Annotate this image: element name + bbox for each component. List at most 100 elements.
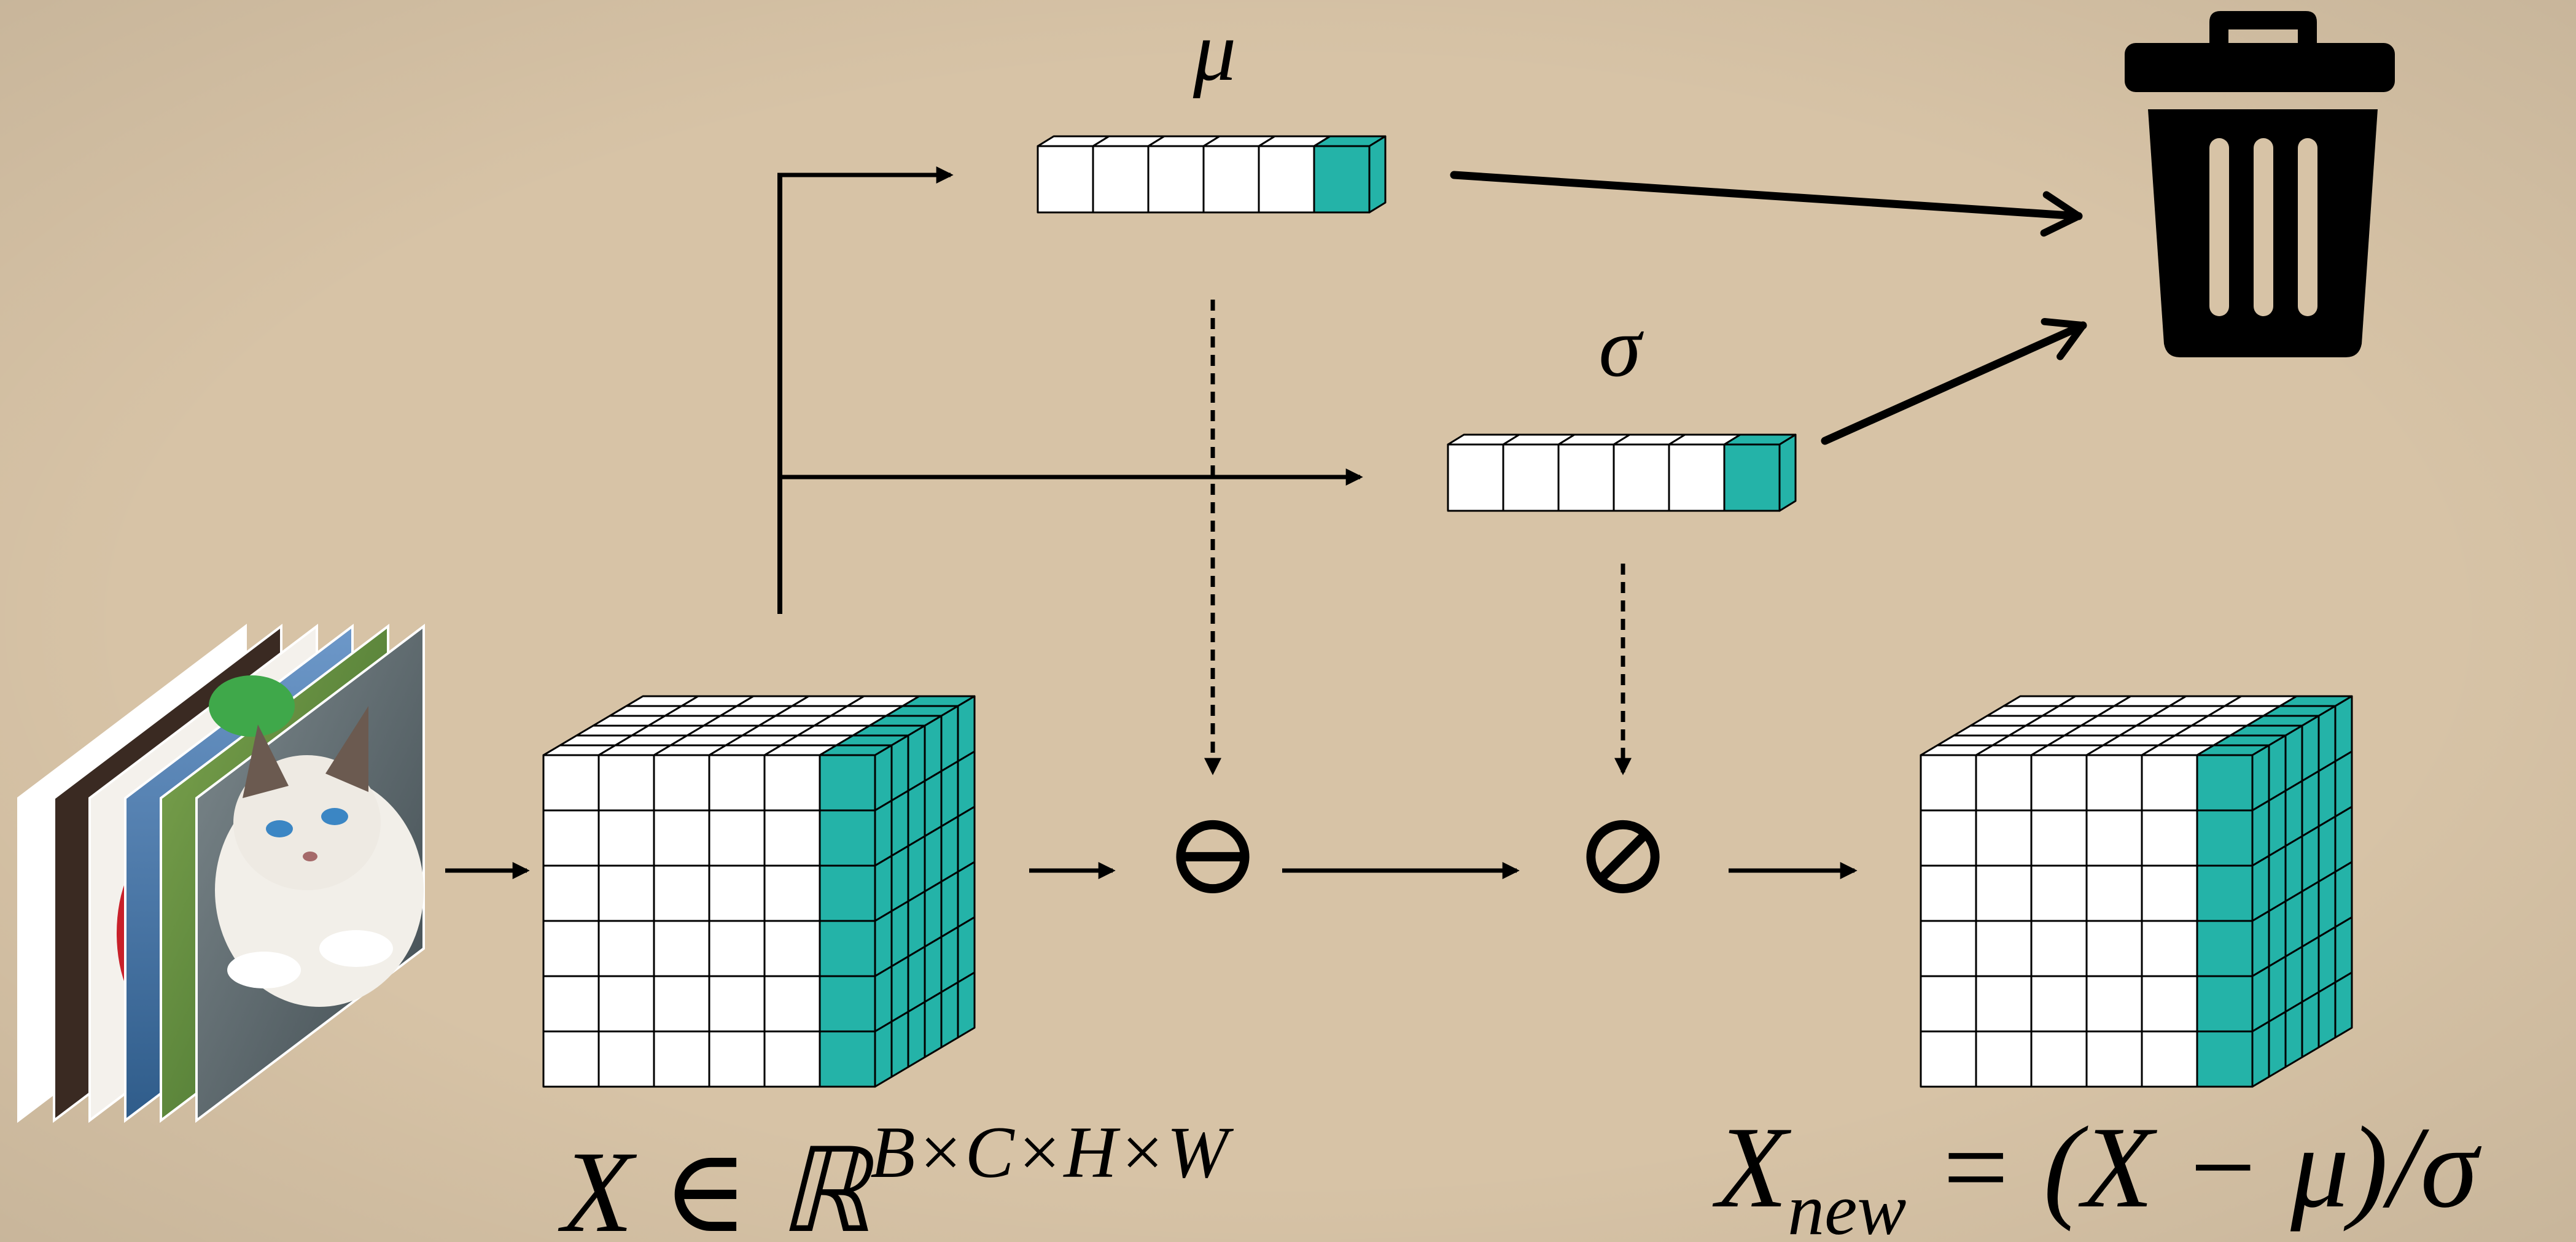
side-cell — [874, 855, 893, 922]
front-cell — [2085, 920, 2143, 977]
input-shape-superscript: B×C×H×W — [870, 1111, 1234, 1193]
front-cell — [597, 754, 655, 812]
side-cell — [2251, 744, 2270, 812]
side-cell — [940, 871, 959, 938]
side-cell — [957, 805, 976, 873]
output-rhs: = (X − μ)/σ — [1906, 1103, 2481, 1232]
vector-cell — [1613, 443, 1670, 512]
front-cell — [763, 754, 821, 812]
side-cell — [890, 790, 909, 857]
side-cell — [890, 1011, 909, 1078]
front-cell — [653, 754, 710, 812]
side-cell — [2301, 715, 2320, 782]
side-cell — [2301, 880, 2320, 948]
front-cell — [1920, 864, 1977, 922]
output-lhs: X — [1712, 1103, 1792, 1232]
sigma-label: σ — [1598, 300, 1644, 395]
front-cell — [2085, 809, 2143, 867]
front-cell — [597, 920, 655, 977]
front-cell — [2085, 754, 2143, 812]
side-cell — [2317, 760, 2337, 828]
side-cell — [2268, 845, 2287, 912]
vector-cell — [1258, 145, 1315, 214]
front-cell — [2196, 754, 2254, 812]
side-cell — [924, 991, 943, 1058]
trash-handle — [2209, 11, 2317, 43]
side-cell — [890, 734, 909, 802]
front-cell — [2030, 920, 2088, 977]
front-cell — [819, 809, 876, 867]
vector-cell — [1147, 145, 1205, 214]
side-cell — [957, 916, 976, 984]
side-cell — [940, 981, 959, 1049]
side-cell — [2251, 855, 2270, 922]
front-cell — [2030, 975, 2088, 1033]
vector-cell — [1313, 145, 1371, 214]
arrow-sigma-to-trash — [1821, 317, 2087, 445]
side-cell — [2334, 916, 2353, 984]
side-cell — [924, 880, 943, 948]
trash-slot — [2254, 138, 2273, 316]
front-cell — [2196, 864, 2254, 922]
front-cell — [597, 975, 655, 1033]
front-cell — [653, 864, 710, 922]
front-cell — [819, 920, 876, 977]
side-cell — [957, 695, 976, 763]
output-tensor — [1920, 695, 2353, 1088]
front-cell — [2030, 754, 2088, 812]
side-cell — [924, 770, 943, 837]
side-cell — [2317, 705, 2337, 772]
front-cell — [819, 754, 876, 812]
front-cell — [2141, 1030, 2198, 1088]
arrow-mu-to-trash — [1450, 171, 2083, 237]
side-cell — [874, 744, 893, 812]
front-cell — [1920, 920, 1977, 977]
side-cell — [924, 936, 943, 1003]
photo-detail — [209, 675, 295, 737]
front-cell — [819, 975, 876, 1033]
side-cell — [874, 910, 893, 977]
side-cell — [2284, 780, 2303, 847]
side-cell — [2284, 890, 2303, 958]
front-cell — [542, 864, 600, 922]
side-cell — [924, 715, 943, 782]
side-cell — [2317, 871, 2337, 938]
front-cell — [1975, 809, 2033, 867]
side-cell — [907, 835, 926, 902]
vector-cell — [1092, 145, 1150, 214]
side-cell — [874, 965, 893, 1033]
side-cell — [907, 945, 926, 1013]
side-cell — [2334, 861, 2353, 928]
side-cell — [957, 861, 976, 928]
input-symbol: X ∈ ℝ — [558, 1128, 876, 1242]
input-tensor — [542, 695, 976, 1088]
front-cell — [1920, 809, 1977, 867]
front-cell — [597, 1030, 655, 1088]
side-cell — [2301, 991, 2320, 1058]
side-cell — [907, 780, 926, 847]
front-cell — [1920, 975, 1977, 1033]
side-cell — [2251, 1020, 2270, 1088]
side-cell — [2334, 971, 2353, 1039]
output-formula: Xnew = (X − μ)/σ — [1712, 1103, 2482, 1242]
side-cell — [874, 799, 893, 867]
side-cell — [2251, 910, 2270, 977]
front-cell — [763, 809, 821, 867]
front-cell — [2196, 1030, 2254, 1088]
front-cell — [708, 809, 766, 867]
front-cell — [2085, 1030, 2143, 1088]
vector-cell — [1447, 443, 1504, 512]
front-cell — [2196, 920, 2254, 977]
subtract-operator: ⊖ — [1164, 790, 1261, 919]
side-cell — [2268, 955, 2287, 1023]
side-cell — [907, 724, 926, 792]
side-cell — [2317, 981, 2337, 1049]
side-cell — [2317, 815, 2337, 883]
front-cell — [597, 864, 655, 922]
output-subscript: new — [1788, 1168, 1906, 1242]
side-cell — [907, 1001, 926, 1068]
side-cell — [874, 1020, 893, 1088]
side-cell — [2268, 900, 2287, 968]
side-cell — [957, 750, 976, 818]
